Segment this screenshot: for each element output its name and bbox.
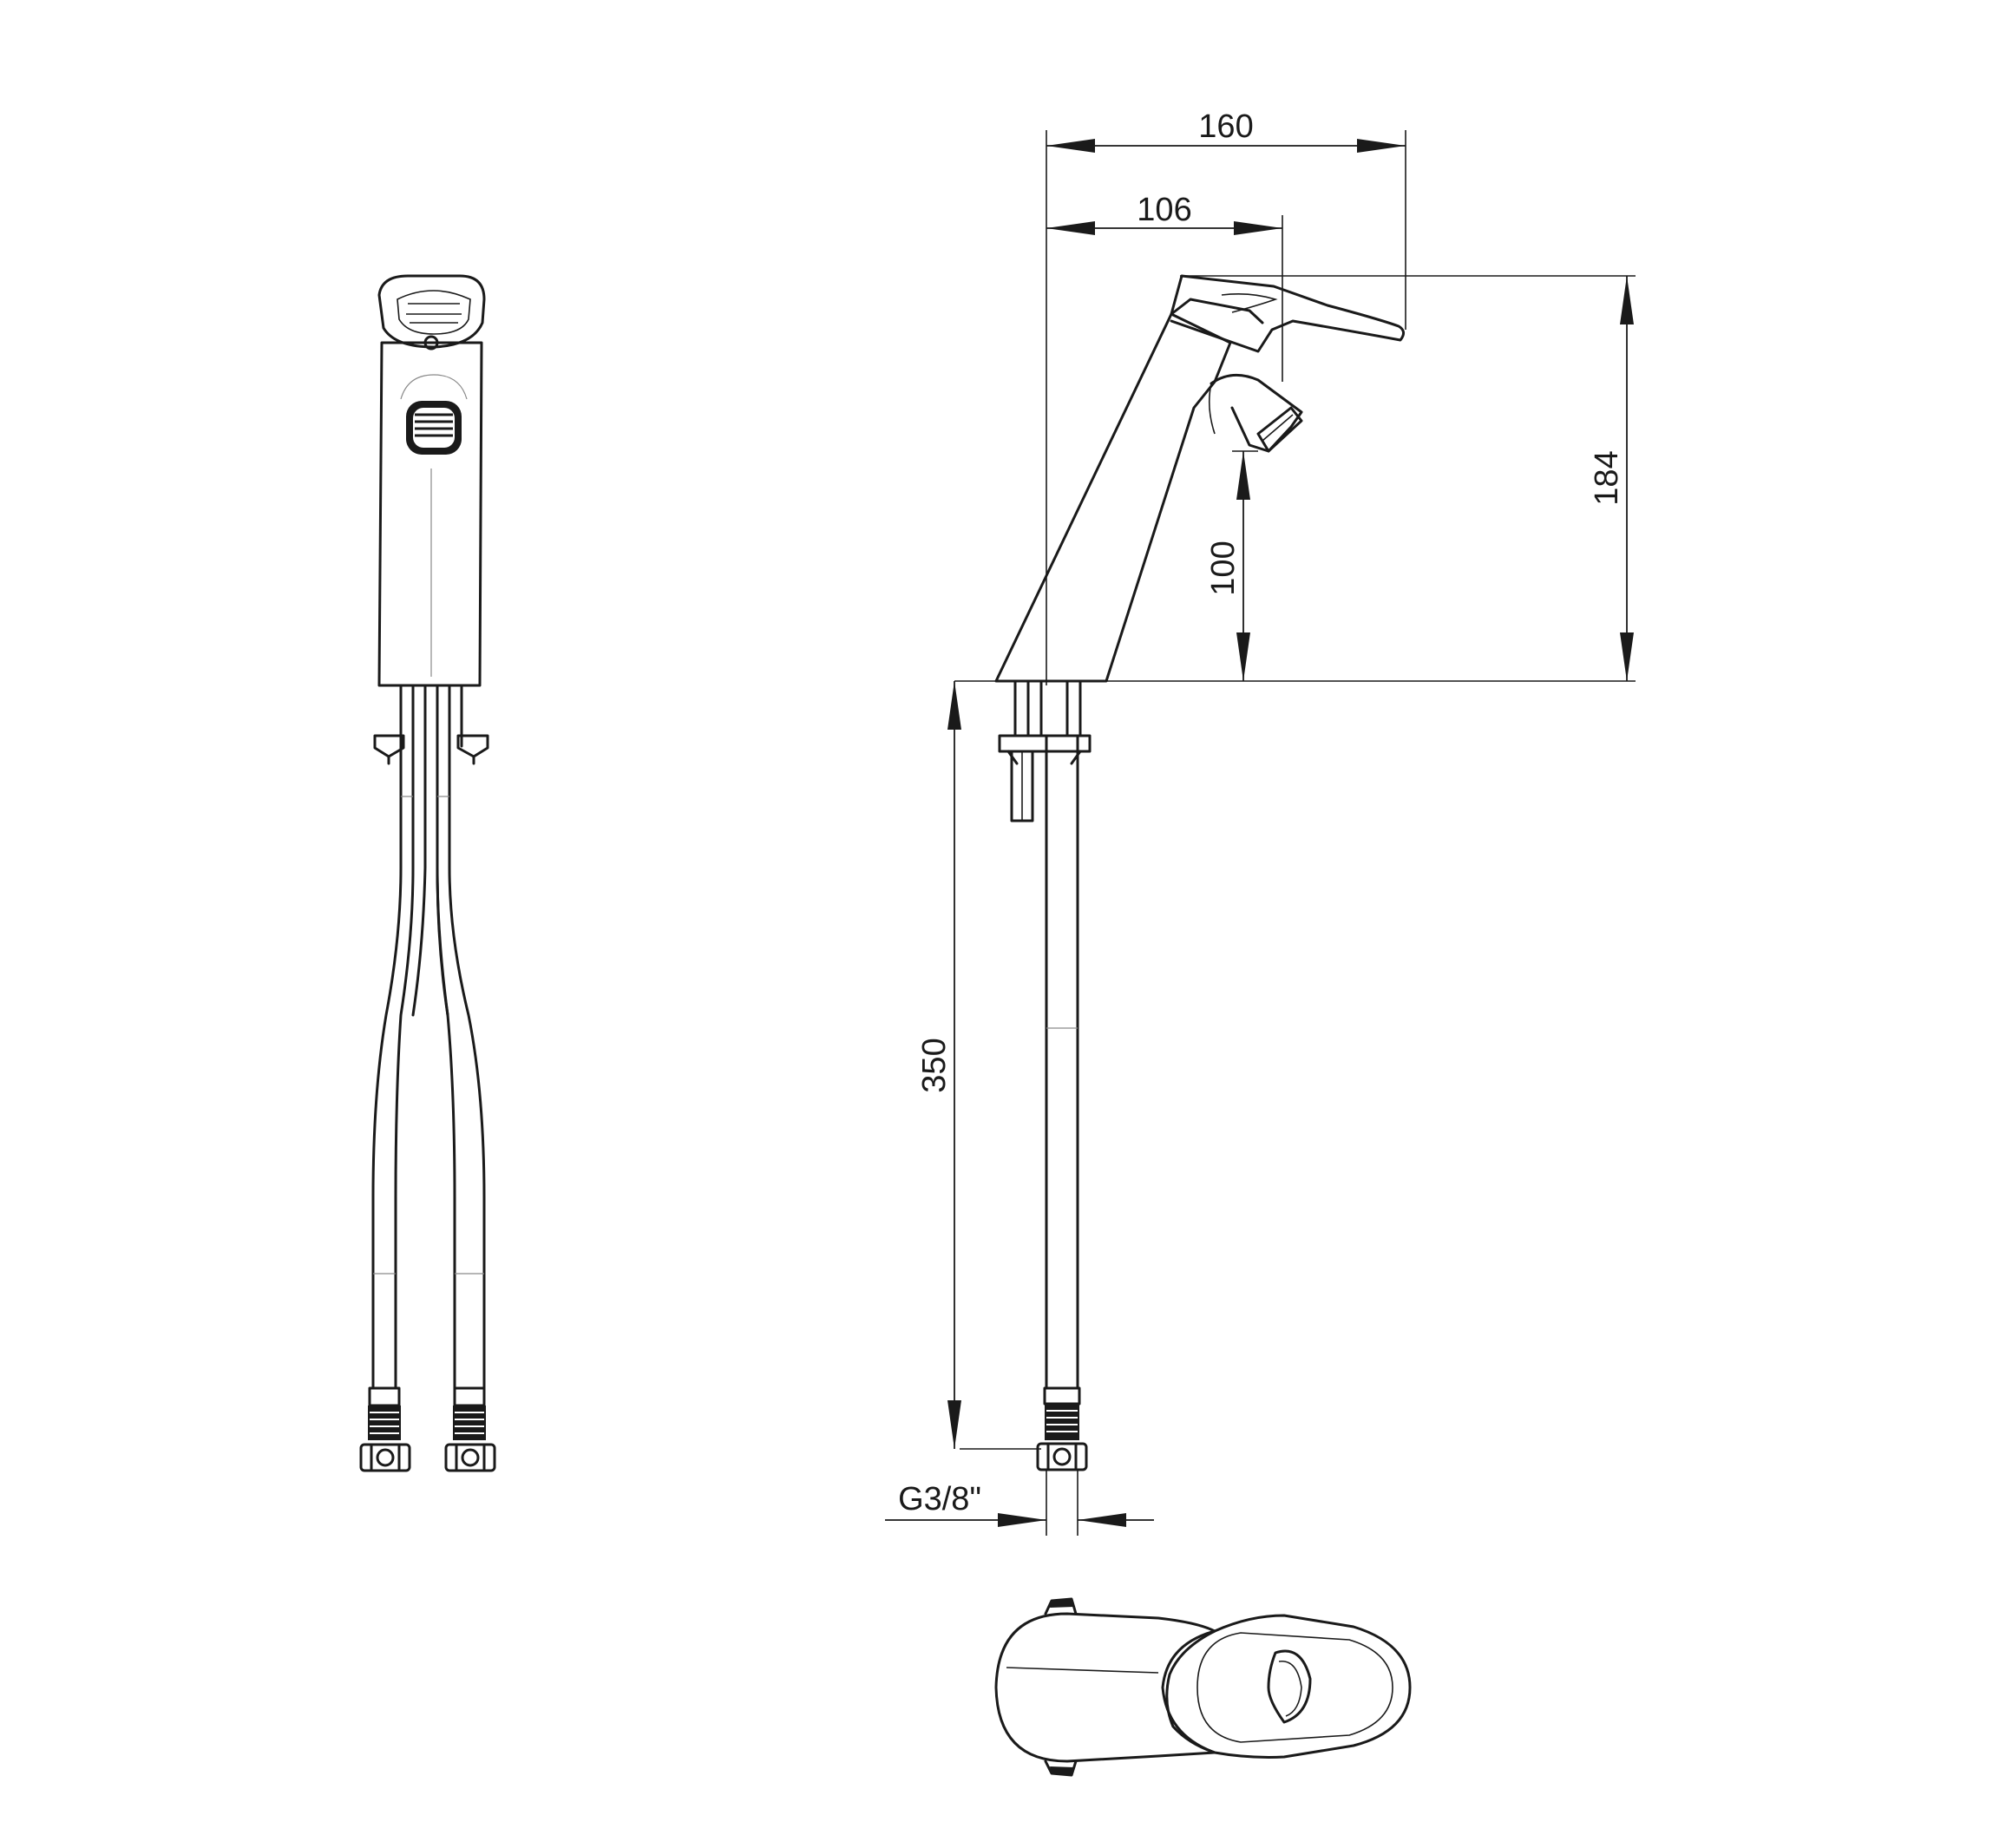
dimension-label-184: 184: [1589, 450, 1625, 505]
dimension-label-thread: G3/8": [898, 1481, 981, 1517]
side-fixing-plate: [998, 734, 1092, 753]
side-lever: [1170, 274, 1405, 353]
front-body: [377, 341, 483, 687]
top-lever-grip: [1267, 1649, 1312, 1724]
dimension-outreach-total: 160: [1046, 108, 1406, 153]
side-hose: [1045, 734, 1079, 1390]
dimension-connection-thread: G3/8": [885, 1481, 1154, 1527]
dimension-label-160: 160: [1198, 108, 1253, 145]
dimension-outreach-spout: 106: [1046, 192, 1282, 235]
front-hoses: [371, 744, 486, 1390]
dimension-label-100: 100: [1205, 541, 1242, 595]
front-view: [359, 274, 496, 1472]
top-view: [994, 1597, 1412, 1777]
front-hose-fitting-right: [444, 1386, 496, 1472]
side-hose-fitting: [1036, 1386, 1088, 1471]
front-aerator: [400, 374, 468, 455]
top-body-outline: [994, 1612, 1216, 1763]
dimension-label-350: 350: [916, 1038, 953, 1092]
side-spout: [1210, 373, 1303, 453]
side-body: [994, 312, 1232, 683]
dimension-height-total: 184: [1589, 276, 1634, 681]
dimension-label-106: 106: [1137, 192, 1191, 228]
front-hose-fitting-left: [359, 1386, 411, 1472]
side-view: [954, 130, 1636, 1536]
top-lever-outline: [1161, 1614, 1412, 1759]
front-fixing-clip-right: [456, 734, 489, 758]
dimension-height-spout: 100: [1205, 450, 1258, 681]
dimension-hose-length: 350: [916, 681, 961, 1449]
front-lever-cap: [377, 274, 486, 349]
front-fixing-clip-left: [373, 734, 405, 758]
